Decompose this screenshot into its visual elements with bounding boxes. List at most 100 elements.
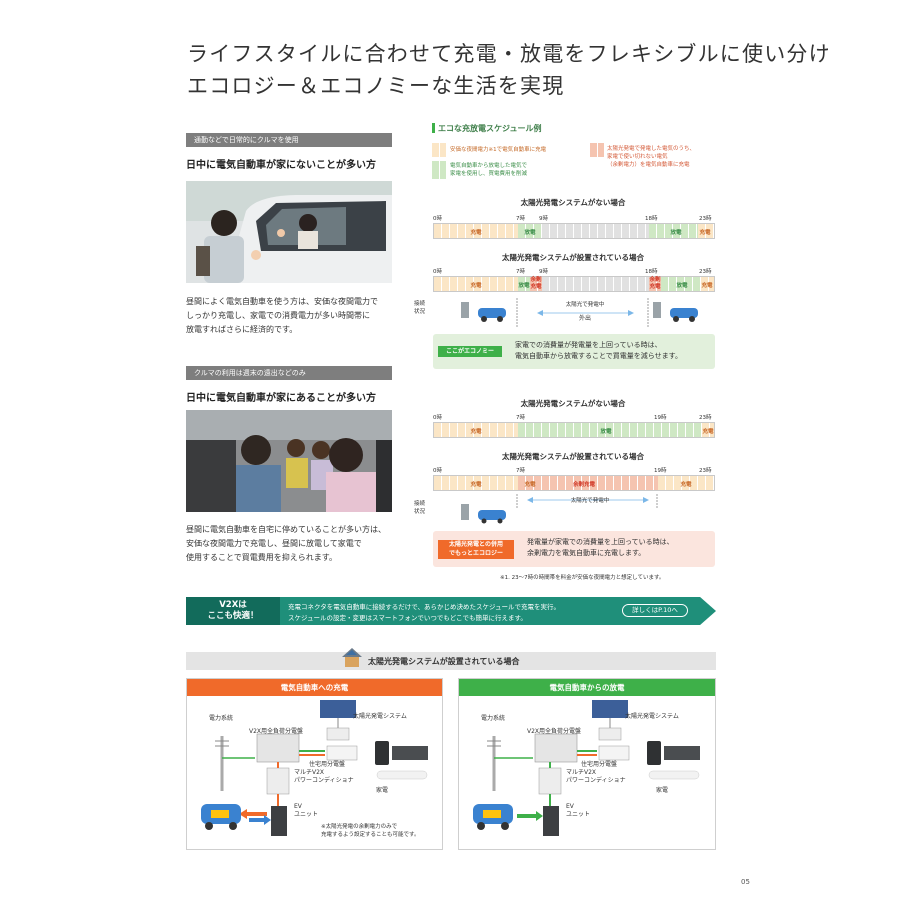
lbl4-charge-2: 充電 [524, 482, 536, 488]
seg3-day-discharge [518, 423, 702, 437]
case2-no-solar-bar: 充電 放電 充電 [433, 422, 715, 438]
case2-with-solar-title: 太陽光発電システムが設置されている場合 [501, 452, 645, 461]
discharge-ev-unit: EV ユニット [566, 803, 591, 818]
case2b-tick-7: 7時 [516, 468, 525, 474]
page-number: 05 [741, 878, 750, 886]
lbl3-charge-1: 充電 [470, 429, 482, 435]
schedule-heading: エコな充放電スケジュール例 [438, 124, 542, 133]
case1-body: 昼間によく電気自動車を使う方は、安価な夜間電力で しっかり充電し、家電での消費電… [186, 295, 401, 337]
case2-solar-generating: 太陽光で発電中 [570, 498, 610, 504]
seg2-morning-discharge [518, 277, 530, 291]
lbl3-discharge: 放電 [600, 429, 612, 435]
case2-body-line3: 使用することで買電費用を抑えられます。 [186, 553, 337, 562]
legend-swatch-green [432, 161, 446, 179]
ecology-text: 発電量が家電での消費量を上回っている時は、 余剰電力を電気自動車に充電します。 [527, 537, 674, 559]
charge-ev-unit: EV ユニット [294, 803, 319, 818]
charge-diagram-box: 電気自動車への充電 電力系統 V2X用全負荷分電盤 太陽光発電システム 住宅用分… [186, 678, 443, 850]
legend-orange-line1: 安価な夜間電力※1で電気自動車に充電 [450, 147, 547, 153]
case1b-tick-9: 9時 [539, 269, 548, 275]
economy-text-line2: 電気自動車から放電することで買電量を減らせます。 [515, 352, 682, 360]
discharge-house-panel: 住宅用分電盤 [581, 761, 618, 768]
case2-with-solar-bar: 充電 充電 余剰充電 充電 [433, 475, 715, 491]
case1b-tick-23: 23時 [699, 269, 712, 275]
case1-no-solar-title: 太陽光発電システムがない場合 [520, 198, 626, 207]
seg2-morning-surplus [530, 277, 542, 291]
system-heading: 太陽光発電システムが設置されている場合 [368, 657, 520, 666]
lbl4-charge-1: 充電 [470, 482, 482, 488]
case2-tick-19: 19時 [654, 415, 667, 421]
case1-body-line3: 放電すればさらに経済的です。 [186, 325, 298, 334]
seg-morning-discharge [518, 224, 542, 238]
case2-connect-label: 接続 状況 [414, 501, 426, 515]
charge-solar-label: 太陽光発電システム [353, 713, 407, 720]
case1b-tick-7: 7時 [516, 269, 525, 275]
seg2-night-charge [434, 277, 518, 291]
case2b-tick-0: 0時 [433, 468, 442, 474]
case2b-tick-23: 23時 [699, 468, 712, 474]
case1-tick-23: 23時 [699, 216, 712, 222]
lbl-discharge-2: 放電 [670, 230, 682, 236]
case1-tick-0: 0時 [433, 216, 442, 222]
seg-late-charge [698, 224, 714, 238]
seg-night-charge [434, 224, 518, 238]
case1-heading: 日中に電気自動車が家にないことが多い方 [186, 160, 376, 171]
photo-family-in-car [186, 410, 392, 512]
page-title-line2: エコロジー＆エコノミーな生活を実現 [187, 74, 565, 98]
lbl2-charge-2: 充電 [701, 283, 713, 289]
case2-tick-0: 0時 [433, 415, 442, 421]
case1b-tick-18: 18時 [645, 269, 658, 275]
discharge-v2x-panel: V2X用全負荷分電盤 [527, 728, 582, 735]
v2x-badge: V2Xは ここも快適！ [186, 597, 280, 625]
charge-note: ※太陽光発電の余剰電力のみで 充電するよう設定することも可能です。 [321, 824, 420, 838]
house-solar-icon [341, 646, 363, 668]
case1-category: 通勤などで日常的にクルマを使用 [186, 133, 392, 147]
legend-swatch-orange [432, 143, 446, 157]
case2-tick-23: 23時 [699, 415, 712, 421]
lbl2-discharge-1: 放電 [518, 283, 530, 289]
case1b-tick-0: 0時 [433, 269, 442, 275]
lbl4-charge-3: 充電 [680, 482, 692, 488]
charge-house-panel: 住宅用分電盤 [309, 761, 346, 768]
case1-with-solar-title: 太陽光発電システムが設置されている場合 [501, 253, 645, 262]
ecology-text-line1: 発電量が家電での消費量を上回っている時は、 [527, 538, 674, 546]
legend-green-line1: 電気自動車から放電した電気で [450, 163, 528, 169]
economy-text: 家電での消費量が発電量を上回っている時は、 電気自動車から放電することで買電量を… [515, 340, 682, 362]
schedule-heading-marker [432, 123, 435, 133]
discharge-power-line: 電力系統 [481, 715, 506, 722]
ecology-tag: 太陽光発電との併用 でもっとエコロジー [438, 540, 514, 559]
discharge-solar-label: 太陽光発電システム [625, 713, 679, 720]
discharge-diagram-title: 電気自動車からの放電 [459, 679, 715, 696]
case1-tick-18: 18時 [645, 216, 658, 222]
system-header-bg [186, 652, 716, 670]
case2-connect-row [433, 494, 715, 524]
charge-diagram-graphic [201, 700, 428, 836]
legend-green-text: 電気自動車から放電した電気で 家電を使用し、買電費用を削減 [450, 162, 527, 178]
case1-with-solar-bar: 充電 放電 余剰 充電 余剰 充電 放電 充電 [433, 276, 715, 292]
charge-conditioner: マルチV2X パワーコンディショナ [294, 769, 354, 784]
seg4-surplus-charge [518, 476, 658, 490]
seg4-night-charge [434, 476, 518, 490]
seg3-night-charge [434, 423, 518, 437]
discharge-diagram-box: 電気自動車からの放電 電力系統 V2X用全負荷分電盤 太陽光発電システム 住宅用… [458, 678, 716, 850]
page-title-line1: ライフスタイルに合わせて充電・放電をフレキシブルに使い分け [187, 42, 831, 66]
lbl2-surplus-1: 余剰 充電 [530, 277, 542, 290]
case1-outing: 外出 [578, 315, 591, 322]
banner-link-p10[interactable]: 詳しくはP.10へ [622, 604, 688, 617]
seg2-late-charge [701, 277, 714, 291]
lbl2-charge-1: 充電 [470, 283, 482, 289]
lbl-charge-2: 充電 [699, 230, 711, 236]
banner-text-2: スケジュールの設定・変更はスマートフォンでいつでもどこでも簡単に行えます。 [288, 614, 527, 622]
legend-salmon-text: 太陽光発電で発電した電気のうち、 家電で使い切れない電気 （余剰電力）を電気自動… [607, 145, 695, 169]
case2-body-line1: 昼間に電気自動車を自宅に停めていることが多い方は、 [186, 525, 386, 534]
case1-no-solar-bar: 充電 放電 放電 充電 [433, 223, 715, 239]
lbl4-surplus: 余剰充電 [572, 482, 595, 488]
case1-solar-generating: 太陽光で発電中 [565, 302, 605, 308]
seg2-evening-surplus [649, 277, 661, 291]
legend-green-line2: 家電を使用し、買電費用を削減 [450, 171, 528, 177]
case2b-tick-19: 19時 [654, 468, 667, 474]
footnote: ※1. 23〜7時の時間帯を料金が安価な夜間電力と想定しています。 [500, 575, 665, 581]
lbl-discharge-1: 放電 [524, 230, 536, 236]
case1-tick-9: 9時 [539, 216, 548, 222]
charge-v2x-panel: V2X用全負荷分電盤 [249, 728, 304, 735]
seg-away [542, 224, 649, 238]
